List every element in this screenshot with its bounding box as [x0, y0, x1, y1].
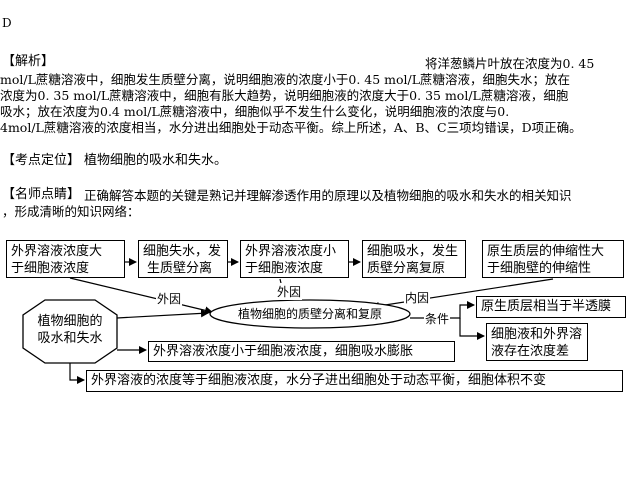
- box-line: 于细胞液浓度: [245, 261, 324, 276]
- cell-lose-water-box: 细胞失水，发 生质壁分离: [138, 240, 228, 278]
- octagon-line: 吸水和失水: [37, 331, 103, 346]
- teacher-comment-heading: 【名师点睛】: [2, 187, 81, 202]
- semipermeable-box: 原生质层相当于半透膜: [476, 296, 626, 318]
- analysis-line: 4mol/L蔗糖溶液的浓度相当，水分进出细胞处于动态平衡。综上所述，A、B、C三…: [0, 120, 582, 135]
- box-line: 原生质层相当于半透膜: [481, 299, 612, 314]
- box-line: 原生质层的伸缩性大: [487, 244, 605, 259]
- outer-solution-high-box: 外界溶液浓度大 于细胞液浓度: [6, 240, 125, 278]
- condition-label: 条件: [424, 310, 451, 327]
- octagon-shape: [22, 299, 118, 364]
- external-cause-label: 外因: [276, 283, 303, 300]
- analysis-line: mol/L蔗糖溶液中，细胞发生质壁分离，说明细胞液的浓度小于0. 45 mol/…: [0, 72, 571, 87]
- internal-cause-label: 内因: [404, 289, 431, 306]
- answer-letter: D: [2, 16, 12, 30]
- octagon-line: 植物细胞的: [37, 314, 103, 329]
- center-oval-shape: [209, 299, 411, 329]
- dynamic-equilibrium-box: 外界溶液的浓度等于细胞液浓度，水分子进出细胞处于动态平衡，细胞体积不变: [86, 370, 623, 392]
- knowledge-point-text: 植物细胞的吸水和失水。: [84, 153, 228, 168]
- knowledge-point-heading: 【考点定位】: [2, 153, 81, 168]
- center-oval-label: 植物细胞的质壁分离和复原: [237, 307, 382, 321]
- absorb-swell-box: 外界溶液浓度小于细胞液浓度，细胞吸水膨胀: [148, 341, 455, 362]
- box-line: 细胞失水，发: [143, 244, 222, 259]
- external-cause-label: 外因: [156, 290, 183, 307]
- box-line: 细胞液和外界溶: [491, 327, 583, 342]
- box-line: 外界溶液浓度小: [245, 244, 337, 259]
- outer-solution-low-box: 外界溶液浓度小 于细胞液浓度: [240, 240, 349, 278]
- box-line: 生质壁分离: [147, 261, 213, 276]
- analysis-line: 将洋葱鳞片叶放在浓度为0. 45: [425, 56, 595, 71]
- cell-absorb-water-box: 细胞吸水，发生 质壁分离复原: [362, 240, 466, 278]
- box-line: 外界溶液浓度大: [11, 244, 103, 259]
- analysis-line: 浓度为0. 35 mol/L蔗糖溶液中，细胞有胀大趋势，说明细胞液的浓度大于0.…: [0, 88, 569, 103]
- box-line: 于细胞液浓度: [11, 261, 90, 276]
- box-line: 于细胞壁的伸缩性: [487, 261, 592, 276]
- box-line: 外界溶液的浓度等于细胞液浓度，水分子进出细胞处于动态平衡，细胞体积不变: [91, 373, 547, 388]
- concentration-difference-box: 细胞液和外界溶 液存在浓度差: [486, 323, 588, 361]
- box-line: 液存在浓度差: [491, 344, 570, 359]
- box-line: 细胞吸水，发生: [367, 244, 459, 259]
- teacher-comment-line: 正确解答本题的关键是熟记并理解渗透作用的原理以及植物细胞的吸水和失水的相关知识: [84, 188, 572, 203]
- protoplast-elasticity-box: 原生质层的伸缩性大 于细胞壁的伸缩性: [482, 240, 624, 278]
- teacher-comment-line: ，形成清晰的知识网络：: [2, 204, 140, 219]
- analysis-heading: 【解析】: [2, 54, 55, 69]
- box-line: 质壁分离复原: [367, 261, 446, 276]
- analysis-line: 吸水；放在浓度为0.4 mol/L蔗糖溶液中，细胞似乎不发生什么变化，说明细胞液…: [0, 104, 510, 119]
- box-line: 外界溶液浓度小于细胞液浓度，细胞吸水膨胀: [153, 344, 414, 359]
- octagon-label: 植物细胞的 吸水和失水: [23, 313, 117, 347]
